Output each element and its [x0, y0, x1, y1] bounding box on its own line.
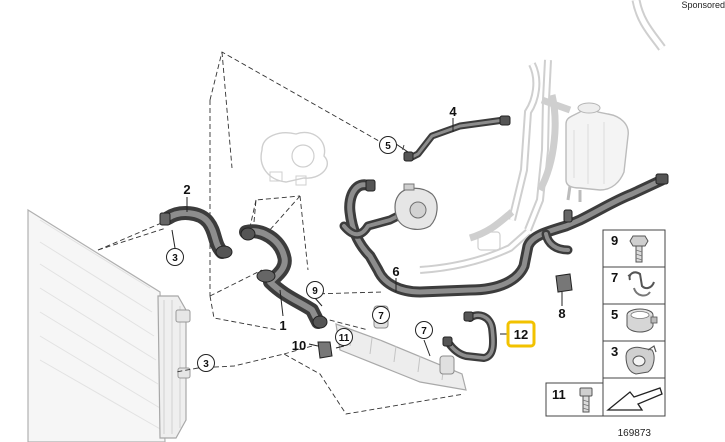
quick-connector-icon	[625, 345, 657, 375]
callout-7a[interactable]: 7	[372, 306, 390, 324]
callout-11[interactable]: 11	[335, 328, 353, 346]
callout-7b[interactable]: 7	[415, 321, 433, 339]
sponsored-label[interactable]: Sponsored	[681, 0, 725, 10]
assembly-dashed-lines	[97, 51, 465, 415]
svg-text:9: 9	[611, 233, 618, 248]
callout-5[interactable]: 5	[379, 136, 397, 154]
svg-text:3: 3	[172, 253, 178, 264]
legend-row-11[interactable]: 11	[552, 387, 593, 413]
svg-text:7: 7	[378, 311, 384, 322]
leader-lines	[171, 118, 563, 357]
expansion-tank	[565, 102, 629, 202]
legend-row-3[interactable]: 3	[611, 344, 657, 375]
svg-text:9: 9	[312, 286, 318, 297]
hex-screw-icon	[579, 387, 593, 413]
legend-row-9[interactable]: 9	[611, 233, 649, 263]
radiator	[27, 208, 191, 442]
background-parts	[260, 0, 666, 274]
callout-9[interactable]: 9	[306, 281, 324, 299]
diagram-reference-number: 169873	[618, 428, 652, 439]
callout-2[interactable]: 2	[183, 182, 190, 197]
callout-1[interactable]: 1	[279, 318, 286, 333]
hoses	[159, 115, 669, 362]
svg-text:11: 11	[552, 387, 566, 402]
spring-clip-icon	[627, 271, 655, 297]
svg-text:5: 5	[385, 141, 391, 152]
svg-text:3: 3	[611, 344, 618, 359]
legend-row-7[interactable]: 7	[611, 270, 655, 297]
bolt-icon	[629, 235, 649, 263]
svg-text:5: 5	[611, 307, 618, 322]
callouts: 2 3 1 9 4 5 6 7 7 8	[166, 104, 566, 372]
parts-legend: 9 7 5	[545, 229, 666, 417]
svg-text:12: 12	[514, 327, 528, 342]
callout-8[interactable]: 8	[558, 306, 565, 321]
coolant-rail	[335, 305, 467, 391]
callout-4[interactable]: 4	[449, 104, 457, 119]
svg-text:3: 3	[203, 359, 209, 370]
callout-3a[interactable]: 3	[166, 248, 184, 266]
legend-row-5[interactable]: 5	[611, 307, 658, 333]
callout-6[interactable]: 6	[392, 264, 399, 279]
callout-12-highlighted[interactable]: 12	[506, 320, 536, 348]
svg-text:7: 7	[611, 270, 618, 285]
svg-text:7: 7	[421, 326, 427, 337]
highlight-frame	[506, 320, 536, 348]
callout-10[interactable]: 10	[292, 338, 306, 353]
svg-text:11: 11	[339, 333, 350, 344]
callout-3b[interactable]: 3	[197, 354, 215, 372]
hose-clamp-icon	[626, 308, 658, 333]
arrow-icon	[606, 387, 663, 411]
